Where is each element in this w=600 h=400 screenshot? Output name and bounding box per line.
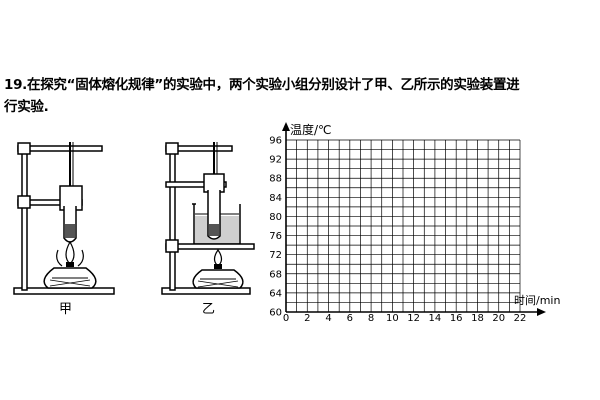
x-tick-label: 8 [368,313,374,324]
y-tick-label: 80 [269,212,282,223]
x-tick-label: 6 [347,313,353,324]
y-tick-label: 72 [269,250,282,261]
x-tick-label: 18 [471,313,484,324]
y-tick-label: 92 [269,155,282,166]
y-tick-label: 84 [269,193,282,204]
y-axis-arrow [282,122,290,131]
x-tick-label: 10 [386,313,399,324]
question-line-1: 在探究“固体熔化规律”的实验中，两个实验小组分别设计了甲、乙所示的实验装置进 [27,77,520,93]
y-tick-label: 68 [269,269,282,280]
question-number: 19. [4,77,28,93]
apparatus-yi-label: 乙 [202,302,216,317]
x-tick-label: 20 [492,313,505,324]
x-tick-label: 2 [304,313,310,324]
y-axis-label: 温度/℃ [290,122,332,137]
apparatus-jia [13,142,115,295]
apparatus-jia-label: 甲 [59,302,73,317]
y-tick-label: 64 [269,288,282,299]
apparatus-yi [161,142,255,295]
question-line-2: 行实验. [4,99,49,115]
x-axis-label: 时间/min [514,294,560,307]
y-tick-label: 76 [269,231,282,242]
x-tick-label: 0 [283,313,289,324]
y-tick-label: 96 [269,136,282,147]
x-tick-label: 14 [429,313,442,324]
x-tick-label: 12 [407,313,420,324]
y-tick-label: 60 [269,308,282,319]
x-axis-arrow [537,308,546,316]
question-text: 19.在探究“固体熔化规律”的实验中，两个实验小组分别设计了甲、乙所示的实验装置… [4,74,596,118]
x-tick-label: 16 [450,313,463,324]
x-tick-label: 22 [514,313,527,324]
x-tick-label: 4 [325,313,331,324]
y-tick-label: 88 [269,174,282,185]
